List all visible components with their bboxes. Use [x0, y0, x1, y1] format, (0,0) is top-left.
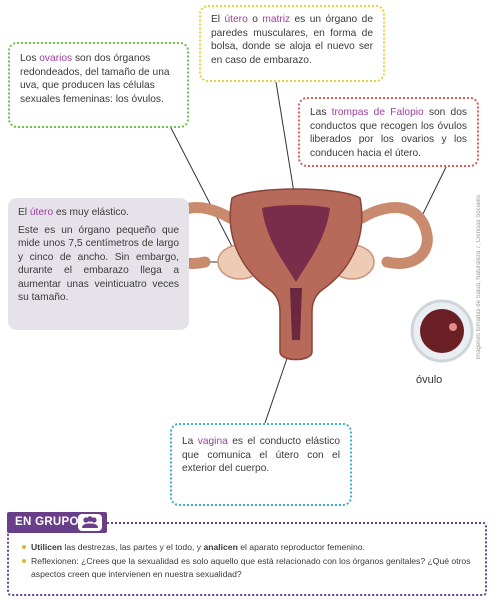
text-elastico-pre: El — [18, 207, 30, 218]
group-people-icon — [78, 514, 102, 531]
info-box-utero-matriz: El útero o matriz es un órgano de parede… — [199, 5, 385, 82]
info-box-ovarios: Los ovarios son dos órganos redondeados,… — [8, 42, 189, 128]
text-vagina-pre: La — [182, 436, 198, 447]
info-box-trompas: Las trompas de Falopio son dos conductos… — [298, 97, 479, 167]
text-utero-pre: El — [211, 14, 225, 25]
cervix — [290, 288, 302, 340]
bullet1-bold-analicen: analicen — [203, 542, 237, 552]
ovum-label: óvulo — [416, 374, 442, 386]
bullet1-bold-utilicen: Utilicen — [31, 542, 62, 552]
info-box-utero-elastico: El útero es muy elástico. Este es un órg… — [8, 198, 189, 330]
bullet-reflect: Reflexionen: ¿Crees que la sexualidad es… — [22, 555, 478, 580]
term-matriz: matriz — [262, 14, 290, 25]
text-trompas-pre: Las — [310, 107, 332, 118]
bullet1-text-2: el aparato reproductor femenino. — [238, 542, 365, 552]
ovum-nucleus — [449, 323, 457, 331]
image-credit: Imágenes tomadas de Salud, Naturaleza 7,… — [476, 195, 482, 359]
en-grupo-bullets: Utilicen las destrezas, las partes y el … — [22, 541, 478, 582]
bullet1-text-1: las destrezas, las partes y el todo, y — [62, 542, 203, 552]
term-utero: útero — [225, 14, 248, 25]
en-grupo-title: EN GRUPO — [15, 516, 79, 528]
term-vagina: vagina — [198, 436, 228, 447]
bullet-analyze: Utilicen las destrezas, las partes y el … — [22, 541, 478, 553]
info-box-vagina: La vagina es el conducto elástico que co… — [170, 423, 352, 506]
leader-line-utero-top — [276, 82, 296, 205]
ovum-cell — [420, 309, 464, 353]
term-utero-elastico: útero — [30, 207, 53, 218]
text-elastico-post: es muy elástico. — [53, 207, 129, 218]
term-ovarios: ovarios — [39, 53, 72, 64]
text-utero-mid: o — [248, 14, 263, 25]
text-ovarios-pre: Los — [20, 53, 39, 64]
utero-size-paragraph: Este es un órgano pequeño que mide unos … — [18, 224, 179, 305]
term-trompas: trompas de Falopio — [332, 107, 424, 118]
utero-elastico-heading: El útero es muy elástico. — [18, 206, 179, 220]
